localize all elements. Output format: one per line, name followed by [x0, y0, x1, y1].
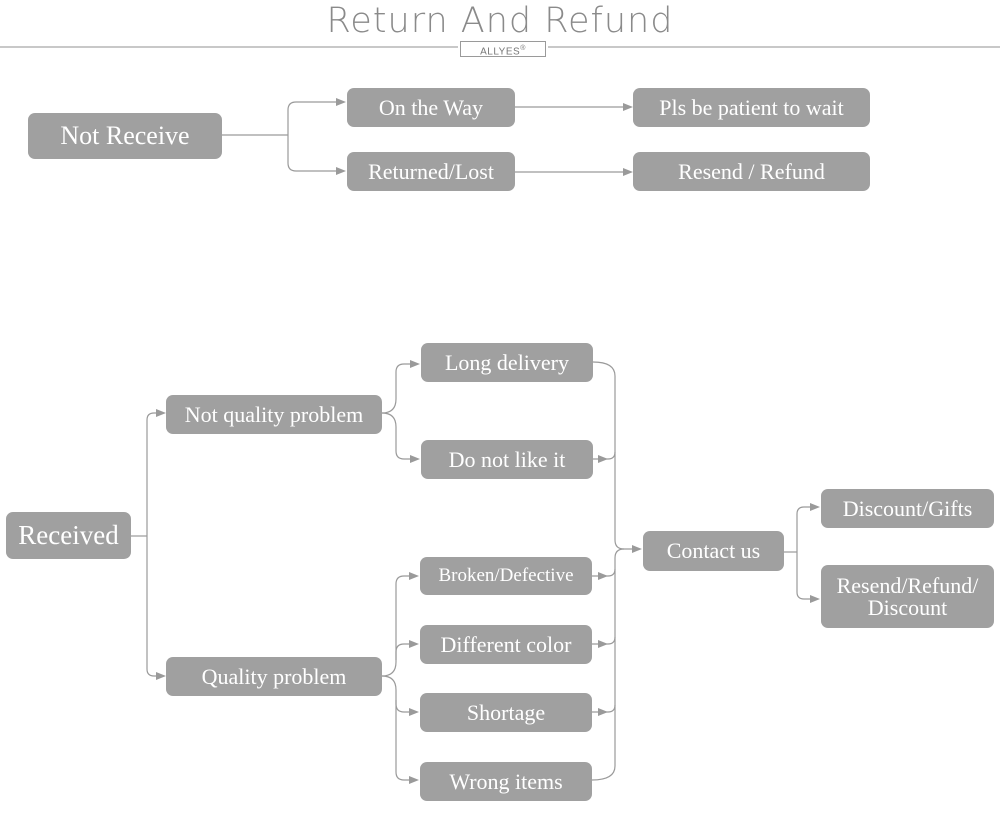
- connector-long-delivery-out: [592, 361, 634, 550]
- title-divider-left: [0, 46, 458, 48]
- arrow-do-not-like: [410, 455, 420, 463]
- node-received: Received: [6, 512, 131, 559]
- connector-not-quality: [381, 363, 412, 414]
- node-returned-lost: Returned/Lost: [347, 152, 515, 191]
- node-contact-us: Contact us: [643, 531, 784, 571]
- resend-refund-discount-line2: Discount: [867, 594, 948, 620]
- arrow-resend-refund-discount: [810, 595, 820, 603]
- arrow-broken: [409, 572, 419, 580]
- node-wrong-items: Wrong items: [420, 762, 592, 801]
- node-long-delivery: Long delivery: [421, 343, 593, 382]
- arrow-shortage: [409, 708, 419, 716]
- connector-wrong-items-out: [591, 548, 625, 781]
- arrow-not-quality: [156, 409, 166, 417]
- connector-branch-bottom: [287, 135, 338, 172]
- arrow-different-color: [409, 640, 419, 648]
- connector-quality: [381, 575, 411, 677]
- connector-quality-4: [395, 700, 411, 781]
- connector-to-not-quality: [146, 412, 158, 536]
- arrow-discount-gifts: [810, 503, 820, 511]
- title-divider-right: [548, 46, 1000, 48]
- node-shortage: Shortage: [420, 693, 592, 732]
- node-do-not-like-it: Do not like it: [421, 440, 593, 479]
- connector-to-discount: [796, 506, 812, 552]
- brand-name: ALLYES: [480, 46, 521, 58]
- node-resend-refund-discount: Resend/Refund/ Discount: [821, 565, 994, 628]
- registered-mark: ®: [520, 45, 526, 52]
- arrow-in-shortage: [598, 708, 608, 716]
- node-broken-defective: Broken/Defective: [420, 557, 592, 595]
- arrow-wrong-items: [409, 776, 419, 784]
- connector-to-resend: [796, 552, 812, 600]
- arrow-be-patient: [623, 103, 633, 111]
- resend-refund-discount-line1: Resend/Refund/: [836, 572, 979, 598]
- connector-branch-top: [287, 101, 338, 135]
- arrow-resend-refund: [623, 168, 633, 176]
- node-quality-problem: Quality problem: [166, 657, 382, 696]
- connector-to-quality: [146, 536, 158, 677]
- node-different-color: Different color: [420, 625, 592, 664]
- node-discount-gifts: Discount/Gifts: [821, 489, 994, 528]
- arrow-in-do-not-like: [598, 455, 608, 463]
- connector-quality-2: [395, 643, 411, 660]
- arrow-long-delivery: [410, 360, 420, 368]
- node-not-quality-problem: Not quality problem: [166, 395, 382, 434]
- node-not-receive: Not Receive: [28, 113, 222, 159]
- arrow-in-broken: [598, 572, 608, 580]
- node-resend-refund: Resend / Refund: [633, 152, 870, 191]
- arrow-quality: [156, 672, 166, 680]
- node-on-the-way: On the Way: [347, 88, 515, 127]
- page-title: Return And Refund: [326, 1, 674, 41]
- brand-logo: ALLYES®: [460, 41, 546, 57]
- connector-not-quality-2: [381, 412, 412, 460]
- node-be-patient: Pls be patient to wait: [633, 88, 870, 127]
- arrow-in-different-color: [598, 640, 608, 648]
- arrow-on-the-way: [336, 98, 346, 106]
- connector-do-not-like-out: [593, 451, 616, 460]
- arrow-returned-lost: [336, 167, 346, 175]
- arrow-contact-us: [632, 545, 642, 553]
